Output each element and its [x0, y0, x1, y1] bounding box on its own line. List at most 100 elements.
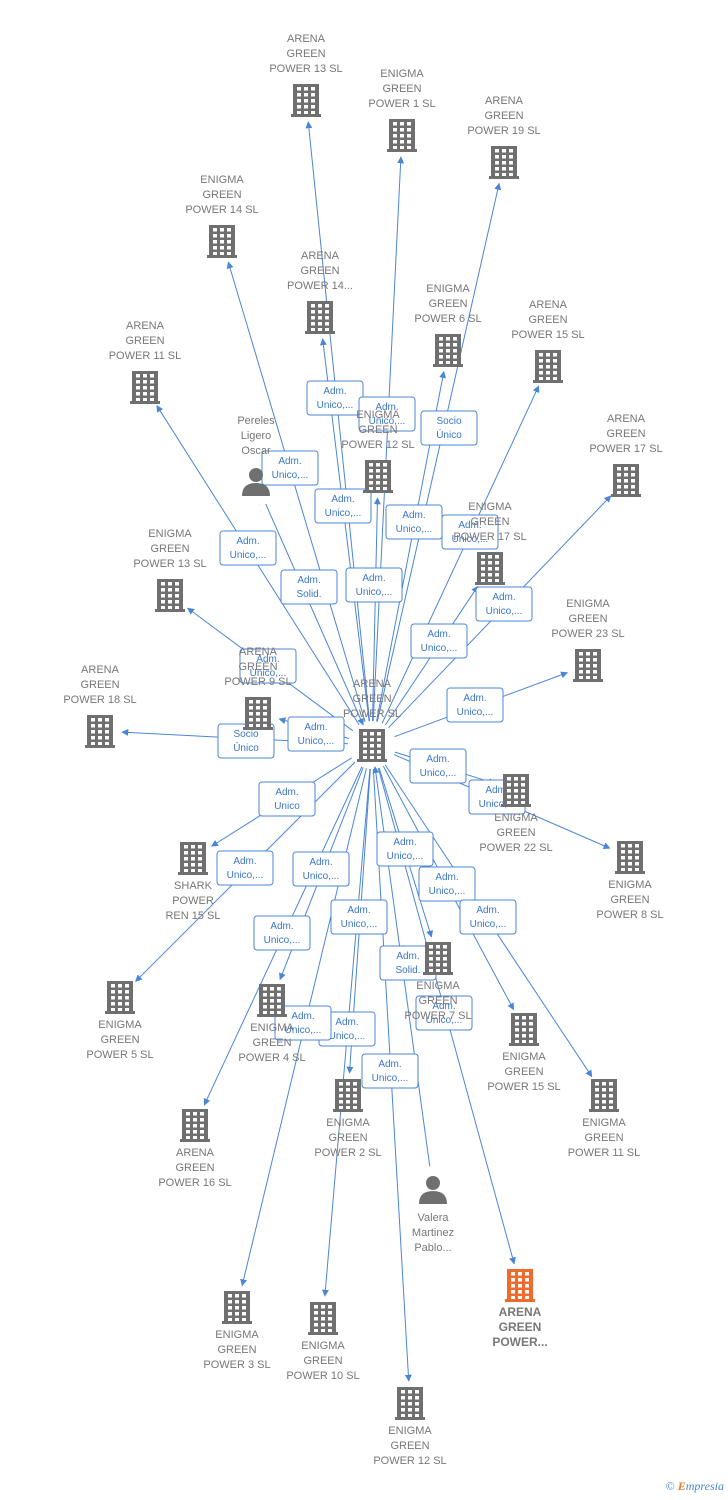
edge-label[interactable]: Adm.Unico,...: [239, 648, 297, 684]
node-label-line: POWER 8 SL: [596, 909, 663, 921]
edge-label[interactable]: Adm.Unico,...: [216, 850, 274, 886]
edge-label[interactable]: Adm.Unico,...: [345, 567, 403, 603]
node-label-line: Pereles: [237, 415, 275, 427]
edge-label-line: Unico,...: [387, 851, 424, 862]
edge-label[interactable]: Adm.Unico,...: [441, 514, 499, 550]
edge-label-line: Adm.: [492, 592, 515, 603]
edge-label[interactable]: Adm.Unico,...: [446, 687, 504, 723]
edge-label[interactable]: Adm.Unico,...: [261, 450, 319, 486]
edge-label[interactable]: Adm.Unico,...: [459, 899, 517, 935]
edge-label-line: Único: [233, 741, 259, 754]
node-label-line: ENIGMA: [582, 1117, 626, 1129]
node-n28[interactable]: ARENAGREENPOWER...: [492, 1269, 548, 1349]
node-label-line: ENIGMA: [356, 409, 400, 421]
node-n27[interactable]: ValeraMartinezPablo...: [412, 1176, 454, 1254]
node-label-line: ARENA: [239, 646, 278, 658]
node-label-line: ARENA: [287, 33, 326, 45]
node-label-line: POWER 10 SL: [286, 1370, 359, 1382]
edge-label[interactable]: Adm.Unico,...: [292, 851, 350, 887]
edge-label-line: Adm.: [432, 1001, 455, 1012]
node-label-line: ARENA: [81, 664, 120, 676]
edge-label-line: Unico: [274, 801, 300, 812]
edge-label[interactable]: Adm. Unico,...: [475, 586, 533, 622]
edge-label[interactable]: Adm.Unico: [258, 781, 316, 817]
edge-label[interactable]: Adm.Unico,...: [409, 748, 467, 784]
node-label-line: GREEN: [428, 298, 467, 310]
person-icon: [242, 468, 270, 496]
node-label-line: POWER 18 SL: [63, 694, 136, 706]
node-label-line: ENIGMA: [98, 1019, 142, 1031]
building-icon: [180, 1109, 210, 1142]
node-label-line: ENIGMA: [426, 283, 470, 295]
building-icon: [501, 774, 531, 807]
node-label-line: POWER 15 SL: [487, 1081, 560, 1093]
edge-label-line: Adm.: [323, 386, 346, 397]
edge-center-n2: [372, 156, 405, 722]
edge-label[interactable]: Adm.Unico,...: [358, 396, 416, 432]
node-label-line: POWER 2 SL: [314, 1147, 381, 1159]
edge-label[interactable]: Adm.Unico,...: [415, 995, 473, 1031]
edge-label[interactable]: Adm.Solid.: [379, 945, 437, 981]
node-label-line: POWER 14...: [287, 280, 353, 292]
edge-label[interactable]: Adm.Unico,...: [287, 716, 345, 752]
edge-label[interactable]: Adm.Solid.: [280, 569, 338, 605]
edge-label[interactable]: Adm.Unico,...: [418, 866, 476, 902]
building-icon: [155, 579, 185, 612]
node-label-line: ARENA: [607, 413, 646, 425]
node-label-line: Valera: [418, 1212, 450, 1224]
edge-label-line: Unico,...: [356, 587, 393, 598]
edge-label[interactable]: Adm.Unico,...: [274, 1005, 332, 1041]
edge-label-line: Unico,...: [298, 736, 335, 747]
node-label-line: GREEN: [382, 83, 421, 95]
edge-label-line: Unico,...: [303, 871, 340, 882]
node-label-line: POWER 13 SL: [269, 63, 342, 75]
edge-label[interactable]: Adm.Unico,...: [253, 915, 311, 951]
edge-label[interactable]: Adm.Unico,...: [314, 488, 372, 524]
edge-label[interactable]: Adm.Unico,...: [410, 623, 468, 659]
edge-label[interactable]: Adm.Unico,...: [219, 530, 277, 566]
edge-center-n4: [226, 261, 366, 723]
building-icon: [509, 1013, 539, 1046]
node-label-line: ENIGMA: [566, 598, 610, 610]
edge-label[interactable]: Adm.Unico,...: [361, 1053, 419, 1089]
edge-label-line: Unico,...: [486, 606, 523, 617]
edge-label[interactable]: Adm.Unico,...: [376, 831, 434, 867]
edge-label[interactable]: Adm.Unico,...: [385, 504, 443, 540]
edge-label[interactable]: Adm.Unico,...: [330, 899, 388, 935]
brand-name: mpresia: [685, 1479, 724, 1493]
edge-label-line: Adm.: [378, 1059, 401, 1070]
edge-label[interactable]: Adm.Unico,...: [306, 380, 364, 416]
